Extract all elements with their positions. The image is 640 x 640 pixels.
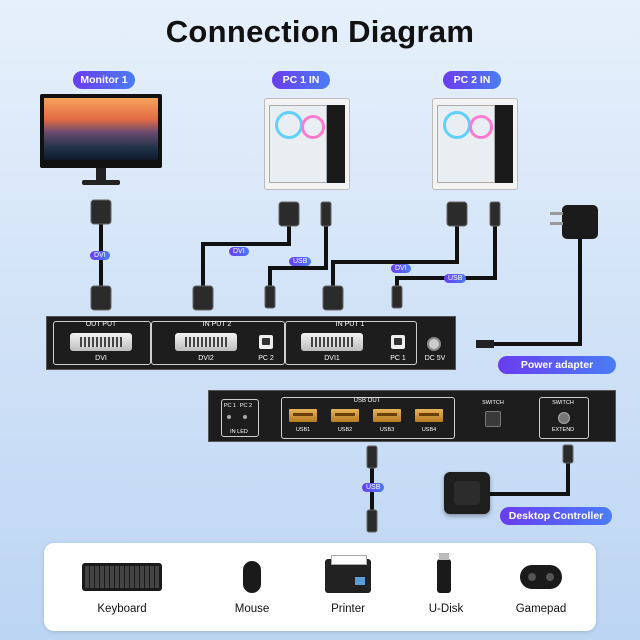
dvi-out-port (70, 333, 132, 351)
switch-label: SWITCH (482, 400, 504, 406)
mouse-icon (243, 561, 261, 593)
dvi-connector-in2 (192, 285, 214, 311)
usb-connector-bottom (366, 509, 378, 533)
monitor-icon (40, 94, 162, 188)
pc2-port-label: PC 2 (258, 355, 274, 362)
page-title: Connection Diagram (165, 14, 475, 49)
extend-label: EXTEND (551, 427, 575, 433)
pc1-port-label: PC 1 (390, 355, 406, 362)
usb-out-label: USB OUT (353, 398, 381, 404)
usb-connector-in2 (264, 285, 276, 309)
input1-title: IN PUT 1 (335, 321, 365, 328)
monitor1-label: Monitor 1 (73, 71, 135, 89)
dvi-connector-pc1 (278, 201, 300, 227)
switch2-label: SWITCH (552, 400, 574, 406)
accessory-label-printer: Printer (331, 603, 365, 615)
gamepad-icon (520, 565, 562, 589)
usb4-label: USB4 (421, 427, 437, 433)
cable-tag-dvi-pc1: DVI (229, 247, 249, 256)
dc-label: DC 5V (424, 355, 446, 362)
kvm-back-panel: OUT PUT DVI IN PUT 2 DVI2 PC 2 IN PUT 1 … (46, 316, 456, 370)
usb-out-section (281, 397, 455, 439)
keyboard-icon (82, 563, 162, 591)
extend-section (539, 397, 589, 439)
dvi-connector-top (90, 199, 112, 225)
cable-tag-usb-bottom: USB (362, 483, 385, 492)
led-pc1-label: PC 1 (223, 403, 237, 409)
desktop-controller-device[interactable] (444, 472, 490, 514)
dvi1-port (301, 333, 363, 351)
dvi-connector-in1 (322, 285, 344, 311)
dvi-cable-pc2 (331, 224, 459, 294)
led-pc2-label: PC 2 (239, 403, 253, 409)
usb2-port (331, 409, 359, 422)
udisk-icon (437, 553, 451, 593)
usb1-port (289, 409, 317, 422)
pc2-usb-port (259, 335, 273, 349)
usb-connector-front (366, 445, 378, 469)
dvi-cable-pc1 (201, 224, 291, 294)
input2-section (151, 321, 285, 365)
pc2-in-label: PC 2 IN (443, 71, 501, 89)
dvi2-port (175, 333, 237, 351)
cable-tag-usb-pc2: USB (444, 274, 467, 283)
usb-connector-in1 (391, 285, 403, 309)
accessory-label-gamepad: Gamepad (515, 603, 567, 615)
accessory-label-mouse: Mouse (234, 603, 270, 615)
usb3-port (373, 409, 401, 422)
dvi-connector-pc2 (446, 201, 468, 227)
led-pc2-indicator (243, 415, 247, 419)
input2-title: IN PUT 2 (202, 321, 232, 328)
usb-cable-pc1 (268, 224, 328, 294)
dvi2-label: DVI2 (198, 355, 214, 362)
accessory-label-keyboard: Keyboard (97, 603, 147, 615)
dc-jack (427, 337, 441, 351)
power-adapter-label: Power adapter (498, 356, 616, 374)
pc1-usb-port (391, 335, 405, 349)
accessory-label-udisk: U-Disk (428, 603, 464, 615)
controller-cable (488, 453, 570, 496)
led-pc1-indicator (227, 415, 231, 419)
dvi-connector-bottom (90, 285, 112, 311)
output-section (53, 321, 151, 365)
output-port-label: DVI (95, 355, 107, 362)
usb2-label: USB2 (337, 427, 353, 433)
kvm-front-panel: PC 1 PC 2 IN LED USB OUT USB1 USB2 USB3 … (208, 390, 616, 442)
led-label: IN LED (230, 429, 248, 435)
power-adapter-icon (476, 205, 598, 348)
extend-jack[interactable] (558, 412, 570, 424)
audio-connector (562, 444, 574, 464)
cable-tag-usb-pc1: USB (289, 257, 312, 266)
power-cable (490, 236, 582, 346)
usb1-label: USB1 (295, 427, 311, 433)
pc2-tower-icon (432, 98, 518, 190)
input1-section (285, 321, 417, 365)
dvi1-label: DVI1 (324, 355, 340, 362)
led-section (221, 399, 259, 437)
switch-button[interactable] (485, 411, 501, 427)
usb-connector-pc1 (320, 201, 332, 227)
cable-tag-dvi-pc2: DVI (391, 264, 411, 273)
usb-connector-pc2 (489, 201, 501, 227)
usb3-label: USB3 (379, 427, 395, 433)
desktop-controller-label: Desktop Controller (500, 507, 612, 525)
output-title: OUT PUT (85, 321, 117, 328)
pc1-tower-icon (264, 98, 350, 190)
usb4-port (415, 409, 443, 422)
pc1-in-label: PC 1 IN (272, 71, 330, 89)
cable-tag-dvi-monitor: DVI (90, 251, 110, 260)
accessories-panel: Keyboard Mouse Printer U-Disk Gamepad (44, 543, 596, 631)
printer-icon (325, 555, 371, 593)
